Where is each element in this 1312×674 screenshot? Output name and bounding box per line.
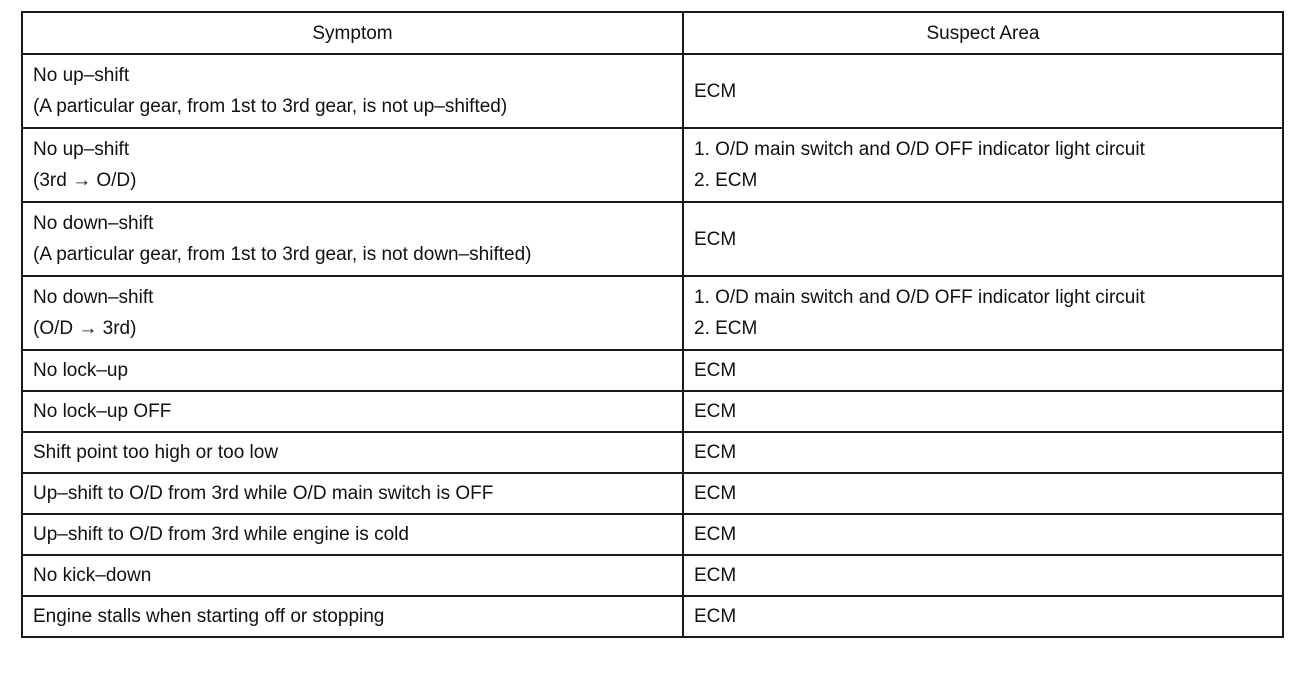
symptom-cell: Engine stalls when starting off or stopp… bbox=[21, 595, 684, 638]
suspect-cell: ECM bbox=[682, 513, 1284, 556]
symptom-cell: No kick–down bbox=[21, 554, 684, 597]
suspect-cell: ECM bbox=[682, 472, 1284, 515]
suspect-cell: ECM bbox=[682, 390, 1284, 433]
suspect-line: 1. O/D main switch and O/D OFF indicator… bbox=[694, 287, 1145, 308]
table-row: No lock–up OFF ECM bbox=[21, 390, 1284, 433]
symptom-cell: No down–shift (O/D → 3rd) bbox=[21, 275, 684, 351]
symptom-cell: Up–shift to O/D from 3rd while O/D main … bbox=[21, 472, 684, 515]
symptom-cell: No lock–up OFF bbox=[21, 390, 684, 433]
suspect-cell: ECM bbox=[682, 349, 1284, 392]
table-row: No down–shift (A particular gear, from 1… bbox=[21, 201, 1284, 277]
header-row: Symptom Suspect Area bbox=[21, 11, 1284, 55]
suspect-cell: ECM bbox=[682, 595, 1284, 638]
table-row: Shift point too high or too low ECM bbox=[21, 431, 1284, 474]
suspect-cell: ECM bbox=[682, 53, 1284, 129]
symptom-cell: No lock–up bbox=[21, 349, 684, 392]
suspect-cell: ECM bbox=[682, 554, 1284, 597]
symptom-line: No down–shift bbox=[33, 287, 154, 308]
suspect-cell: 1. O/D main switch and O/D OFF indicator… bbox=[682, 275, 1284, 351]
header-symptom: Symptom bbox=[21, 11, 684, 55]
suspect-line: 1. O/D main switch and O/D OFF indicator… bbox=[694, 139, 1145, 160]
suspect-cell: ECM bbox=[682, 431, 1284, 474]
symptom-cell: No up–shift (3rd → O/D) bbox=[21, 127, 684, 203]
suspect-line: 2. ECM bbox=[694, 318, 758, 339]
symptom-cell: Shift point too high or too low bbox=[21, 431, 684, 474]
suspect-cell: ECM bbox=[682, 201, 1284, 277]
header-suspect-area: Suspect Area bbox=[682, 11, 1284, 55]
symptom-line: (3rd → O/D) bbox=[33, 170, 137, 191]
table-row: No lock–up ECM bbox=[21, 349, 1284, 392]
symptom-line: No up–shift bbox=[33, 139, 130, 160]
symptom-line: (A particular gear, from 1st to 3rd gear… bbox=[33, 96, 508, 117]
symptom-cell: No down–shift (A particular gear, from 1… bbox=[21, 201, 684, 277]
symptom-table: Symptom Suspect Area No up–shift (A part… bbox=[21, 11, 1284, 638]
table-row: No down–shift (O/D → 3rd) 1. O/D main sw… bbox=[21, 275, 1284, 351]
table-row: Engine stalls when starting off or stopp… bbox=[21, 595, 1284, 638]
suspect-line: ECM bbox=[694, 228, 737, 250]
symptom-cell: Up–shift to O/D from 3rd while engine is… bbox=[21, 513, 684, 556]
suspect-line: ECM bbox=[694, 80, 737, 102]
symptom-line: No up–shift bbox=[33, 65, 130, 86]
table-row: No up–shift (3rd → O/D) 1. O/D main swit… bbox=[21, 127, 1284, 203]
table-row: Up–shift to O/D from 3rd while engine is… bbox=[21, 513, 1284, 556]
symptom-line: No down–shift bbox=[33, 213, 154, 234]
symptom-line: (A particular gear, from 1st to 3rd gear… bbox=[33, 244, 532, 265]
table-row: No kick–down ECM bbox=[21, 554, 1284, 597]
table-row: Up–shift to O/D from 3rd while O/D main … bbox=[21, 472, 1284, 515]
symptom-cell: No up–shift (A particular gear, from 1st… bbox=[21, 53, 684, 129]
suspect-line: 2. ECM bbox=[694, 170, 758, 191]
suspect-cell: 1. O/D main switch and O/D OFF indicator… bbox=[682, 127, 1284, 203]
table-row: No up–shift (A particular gear, from 1st… bbox=[21, 53, 1284, 129]
symptom-line: (O/D → 3rd) bbox=[33, 318, 137, 339]
